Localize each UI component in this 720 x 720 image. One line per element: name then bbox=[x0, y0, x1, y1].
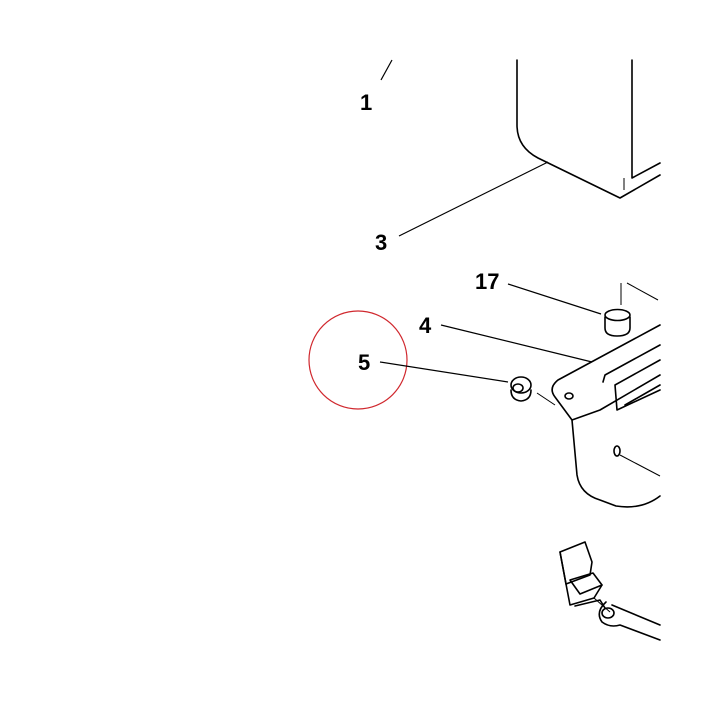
callout-1: 1 bbox=[360, 90, 372, 115]
connector-part bbox=[559, 541, 661, 641]
spacer-part bbox=[604, 282, 659, 337]
callout-17: 17 bbox=[475, 269, 499, 294]
leader-line-3 bbox=[398, 161, 549, 237]
housing-part bbox=[516, 59, 661, 199]
callout-5: 5 bbox=[358, 350, 370, 375]
callout-3: 3 bbox=[375, 230, 387, 255]
bracket-part bbox=[551, 324, 661, 508]
leader-line-17 bbox=[507, 283, 602, 315]
leader-line-5 bbox=[379, 361, 509, 383]
leader-line-1 bbox=[380, 59, 393, 81]
grommet-part bbox=[510, 376, 556, 406]
leader-lines bbox=[379, 59, 602, 383]
leader-line-4 bbox=[440, 324, 593, 363]
callout-4: 4 bbox=[419, 313, 432, 338]
highlight-circle bbox=[308, 310, 408, 410]
